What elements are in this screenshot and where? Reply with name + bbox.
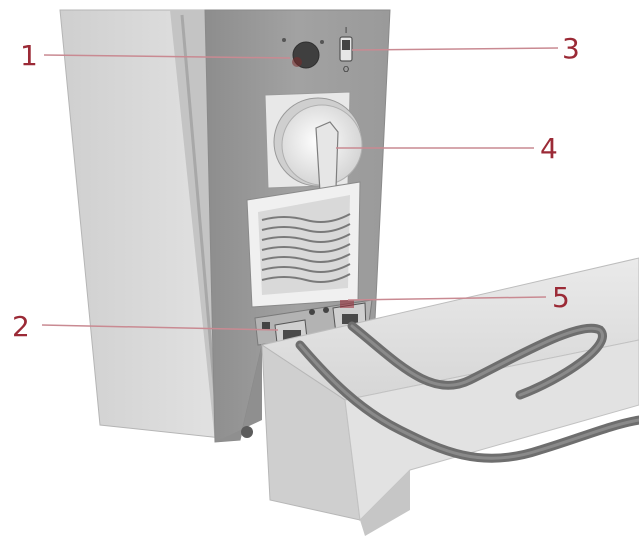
round-connector xyxy=(282,38,324,69)
cables xyxy=(295,321,639,463)
leader-line-2 xyxy=(41,324,279,331)
callout-numbers: 1 2 3 4 5 xyxy=(12,32,580,343)
vent-grille xyxy=(246,181,361,308)
foot-screw xyxy=(241,426,253,438)
svg-text:O: O xyxy=(343,65,349,74)
callout-1: 1 xyxy=(20,39,38,72)
callout-4: 4 xyxy=(540,132,558,165)
leader-line-1 xyxy=(43,54,291,59)
leader-lines xyxy=(41,47,559,331)
callout-2: 2 xyxy=(12,310,30,343)
svg-text:I: I xyxy=(345,26,347,35)
switch: I O xyxy=(339,26,353,74)
callout-5: 5 xyxy=(552,281,570,314)
rotary-knob xyxy=(264,91,363,199)
cabinet-side-groove xyxy=(180,14,217,396)
cabinet-rear-lower xyxy=(215,345,262,442)
callout-3: 3 xyxy=(562,32,580,65)
base-stand xyxy=(260,257,639,536)
base-right-arm-front xyxy=(360,470,410,536)
leader-line-5 xyxy=(347,296,547,301)
leader-line-3 xyxy=(351,47,559,51)
